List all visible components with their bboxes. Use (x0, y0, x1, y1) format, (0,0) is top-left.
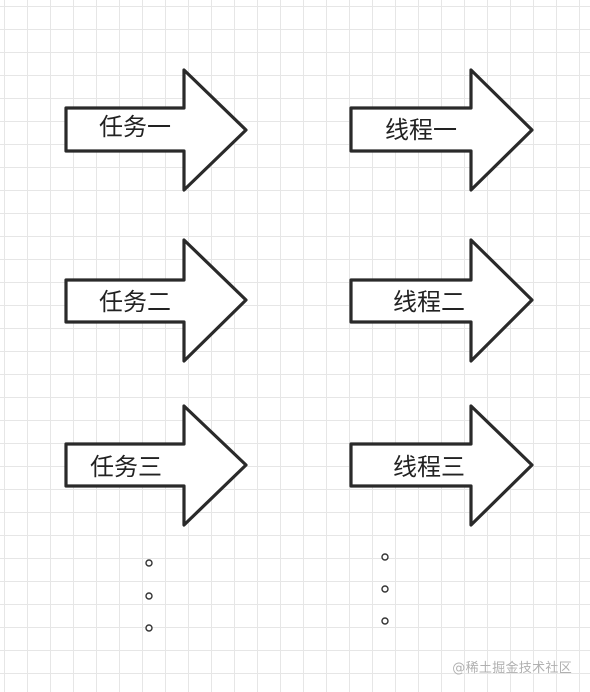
ellipsis-dot (381, 585, 389, 593)
ellipsis-dot (145, 624, 153, 632)
ellipsis-dot (145, 559, 153, 567)
thread-label-3: 线程三 (393, 453, 465, 481)
thread-ellipsis (381, 553, 389, 625)
task-label-3: 任务三 (90, 453, 162, 481)
task-label-2: 任务二 (99, 288, 171, 316)
thread-arrow-1: 线程一 (349, 68, 534, 192)
thread-label-1: 线程一 (385, 116, 457, 144)
watermark: @稀土掘金技术社区 (452, 661, 572, 676)
thread-arrow-3: 线程三 (349, 404, 534, 527)
ellipsis-dot (145, 592, 153, 600)
thread-arrow-2: 线程二 (349, 238, 534, 363)
task-arrow-3: 任务三 (64, 404, 248, 527)
task-ellipsis (145, 559, 153, 632)
ellipsis-dot (381, 553, 389, 561)
task-label-1: 任务一 (99, 113, 171, 141)
ellipsis-dot (381, 617, 389, 625)
task-arrow-1: 任务一 (64, 68, 248, 192)
thread-label-2: 线程二 (393, 288, 465, 316)
task-arrow-2: 任务二 (64, 238, 248, 363)
